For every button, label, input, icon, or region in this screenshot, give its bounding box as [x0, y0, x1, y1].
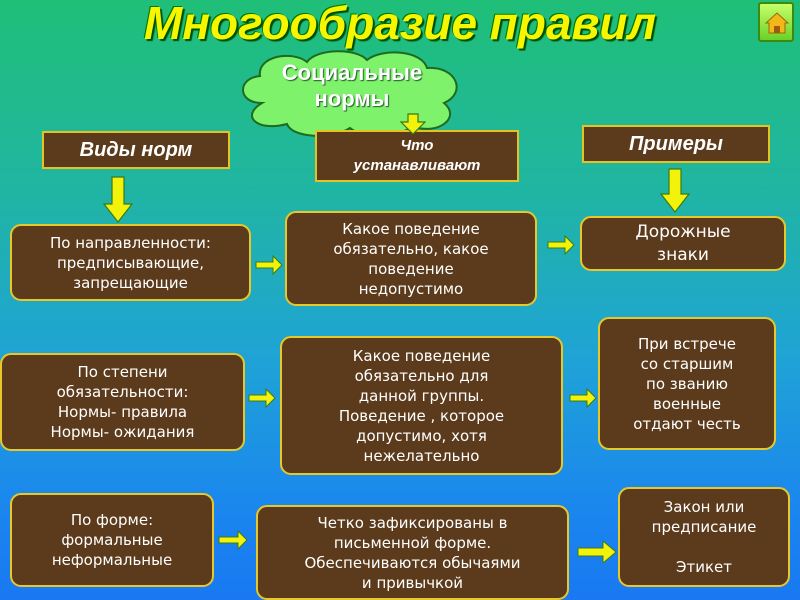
- row2-type-box: По степени обязательности: Нормы- правил…: [0, 353, 245, 451]
- home-button[interactable]: [758, 2, 794, 42]
- row3-what-box: Четко зафиксированы в письменной форме. …: [256, 505, 569, 600]
- home-icon: [765, 12, 789, 34]
- arrow-right-icon: [255, 255, 283, 275]
- arrow-right-icon: [569, 388, 597, 408]
- row1-what-box: Какое поведение обязательно, какое повед…: [285, 211, 537, 306]
- arrow-down-icon: [400, 113, 426, 135]
- row3-example-box: Закон или предписание Этикет: [618, 487, 790, 587]
- page-title: Многообразие правил: [143, 0, 657, 49]
- row3-type-box: По форме: формальные неформальные: [10, 493, 214, 587]
- row1-example-box: Дорожные знаки: [580, 216, 786, 271]
- row2-what-box: Какое поведение обязательно для данной г…: [280, 336, 563, 475]
- arrow-right-icon: [248, 388, 276, 408]
- row1-type-box: По направленности: предписывающие, запре…: [10, 224, 251, 301]
- arrow-down-icon: [103, 176, 133, 223]
- header-what: Что устанавливают: [315, 130, 519, 182]
- header-examples: Примеры: [582, 125, 770, 163]
- arrow-right-icon: [218, 530, 248, 550]
- row2-example-box: При встрече со старшим по званию военные…: [598, 317, 776, 450]
- arrow-down-icon: [660, 168, 690, 213]
- arrow-right-icon: [547, 235, 575, 255]
- header-types: Виды норм: [42, 131, 230, 169]
- cloud-label: Социальные нормы: [281, 60, 423, 111]
- arrow-right-icon: [577, 540, 617, 564]
